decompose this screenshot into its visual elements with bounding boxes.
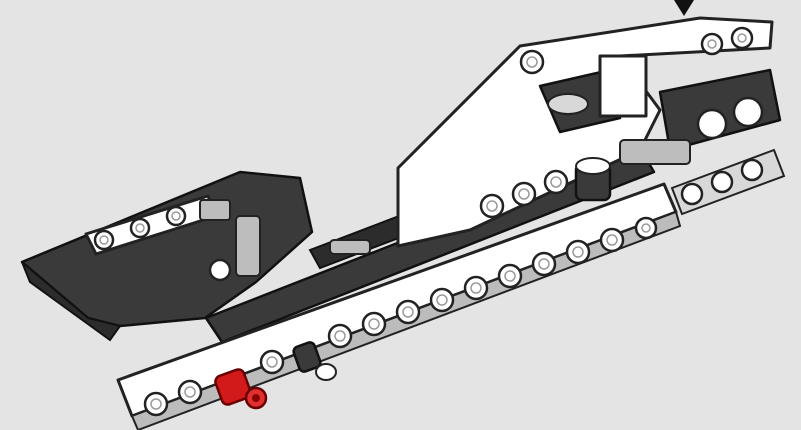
connector-post bbox=[576, 158, 610, 200]
down-arrow-icon bbox=[674, 0, 694, 16]
